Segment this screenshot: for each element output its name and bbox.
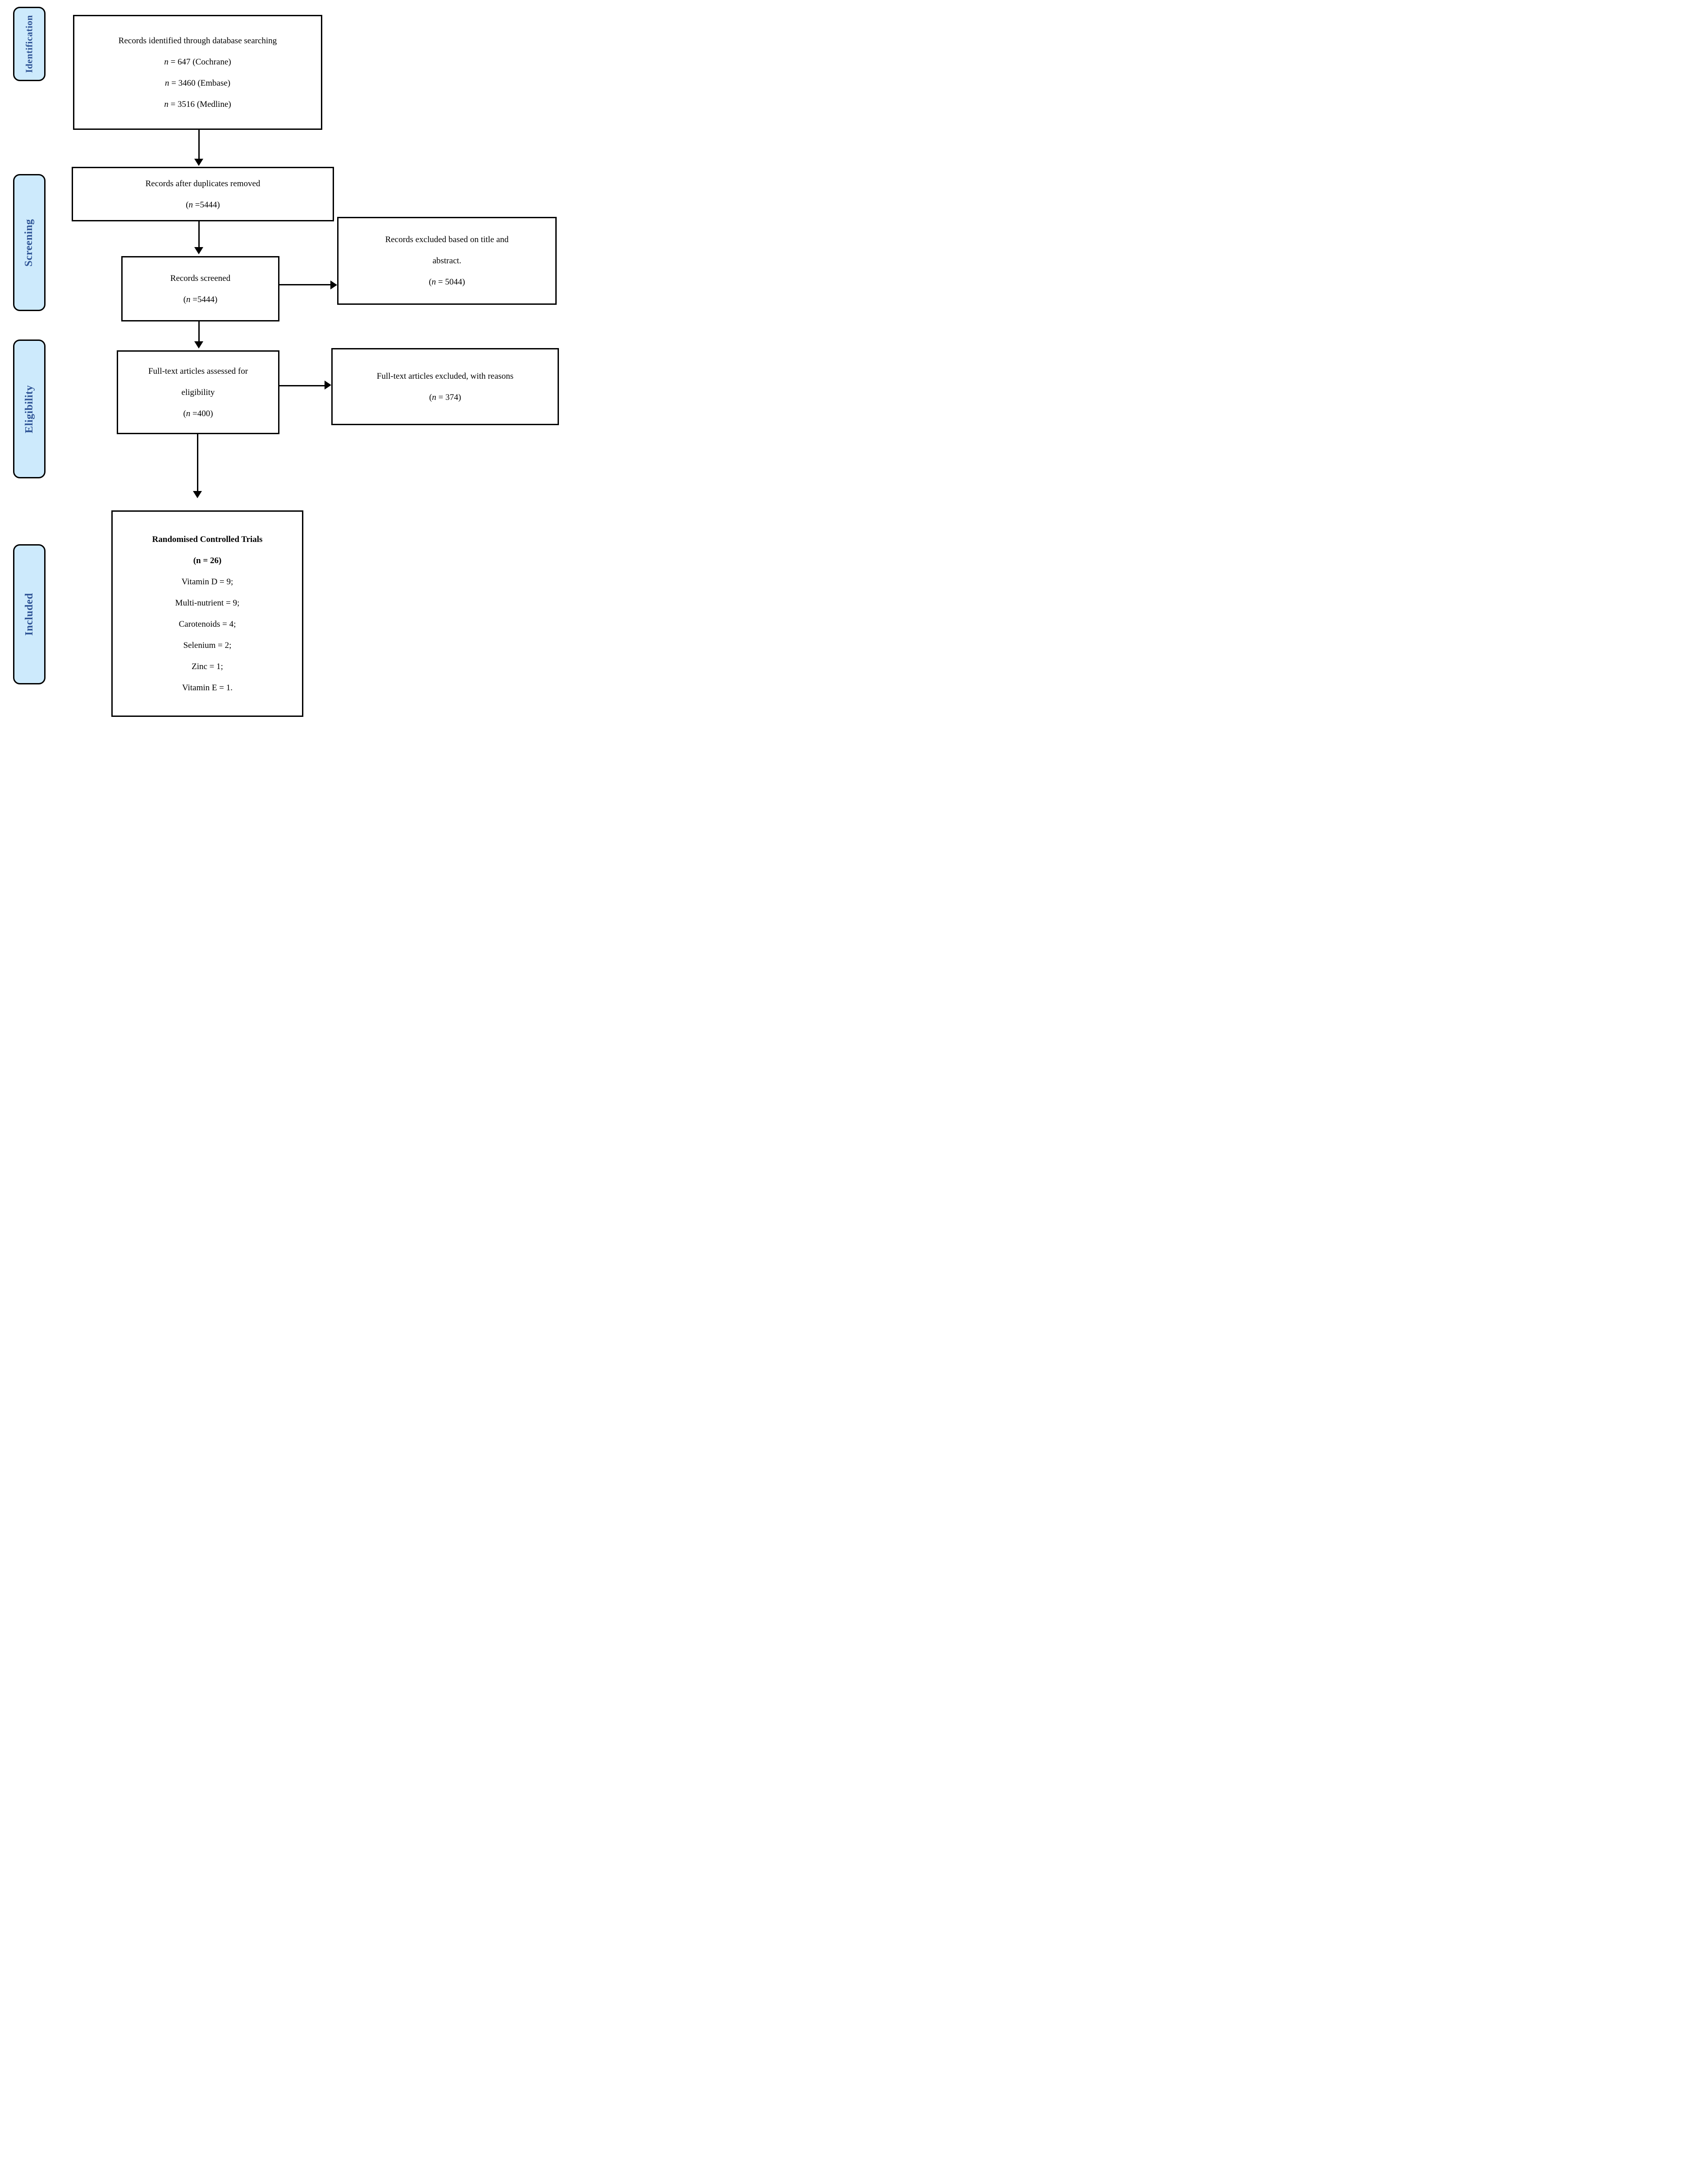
box-fulltext-assessed: Full-text articles assessed for eligibili… (117, 350, 279, 434)
text-line: Multi-nutrient = 9; (175, 598, 240, 608)
text-line: Zinc = 1; (192, 662, 223, 671)
arrow-identified-to-duplicates-head (194, 159, 203, 166)
arrow-screened-to-excluded-line (279, 284, 330, 285)
stage-label-identification: Identification (13, 7, 46, 81)
text-line: Selenium = 2; (183, 641, 232, 650)
arrow-fulltext-to-included-head (193, 491, 202, 498)
box-included-rct: Randomised Controlled Trials (n = 26) Vita… (111, 510, 303, 717)
text-line: Records excluded based on title and (385, 235, 509, 244)
stage-label-eligibility: Eligibility (13, 340, 46, 478)
text-line: eligibility (181, 387, 215, 397)
text-line: n = 3516 (Medline) (164, 99, 231, 109)
text-line: Carotenoids = 4; (178, 619, 236, 629)
text-line: (n =400) (183, 408, 213, 418)
stage-label-included: Included (13, 544, 46, 684)
text-line: abstract. (432, 256, 462, 266)
arrow-fulltext-to-excluded-line (279, 385, 325, 386)
text-line: Vitamin E = 1. (182, 683, 233, 693)
text-line: Full-text articles assessed for (148, 366, 248, 376)
text-line: (n = 5044) (429, 277, 465, 287)
text-line: Records screened (170, 273, 231, 283)
stage-label-identification-text: Identification (23, 15, 35, 73)
stage-label-screening-text: Screening (23, 219, 35, 266)
box-duplicates-removed: Records after duplicates removed (n =5444… (72, 167, 334, 221)
text-line: (n = 374) (429, 392, 461, 402)
arrow-fulltext-to-excluded-head (325, 381, 331, 390)
box-records-identified: Records identified through database sear… (73, 15, 322, 130)
text-line: Records identified through database sear… (118, 36, 277, 46)
box-records-excluded: Records excluded based on title and abstr… (337, 217, 557, 305)
arrow-duplicates-to-screened-head (194, 247, 203, 254)
text-line: n = 647 (Cochrane) (164, 57, 231, 67)
stage-label-included-text: Included (23, 593, 35, 636)
arrow-screened-to-excluded-head (330, 280, 337, 289)
stage-label-screening: Screening (13, 174, 46, 311)
prisma-flow-diagram: Identification Screening Eligibility Inc… (0, 0, 564, 728)
text-line: (n =5444) (186, 200, 220, 210)
text-line: (n = 26) (193, 556, 222, 565)
arrow-screened-to-fulltext-head (194, 341, 203, 349)
arrow-screened-to-fulltext-line (198, 321, 200, 341)
text-line: (n =5444) (183, 294, 218, 304)
stage-label-eligibility-text: Eligibility (23, 385, 35, 433)
arrow-identified-to-duplicates-line (198, 130, 200, 159)
arrow-duplicates-to-screened-line (198, 221, 200, 247)
text-line: Full-text articles excluded, with reason… (376, 371, 514, 381)
arrow-fulltext-to-included-line (197, 434, 198, 491)
text-line: Records after duplicates removed (145, 179, 261, 188)
text-line: n = 3460 (Embase) (165, 78, 231, 88)
box-records-screened: Records screened (n =5444) (121, 256, 279, 321)
box-fulltext-excluded: Full-text articles excluded, with reason… (331, 348, 559, 425)
text-line: Randomised Controlled Trials (152, 535, 263, 544)
text-line: Vitamin D = 9; (181, 577, 233, 587)
